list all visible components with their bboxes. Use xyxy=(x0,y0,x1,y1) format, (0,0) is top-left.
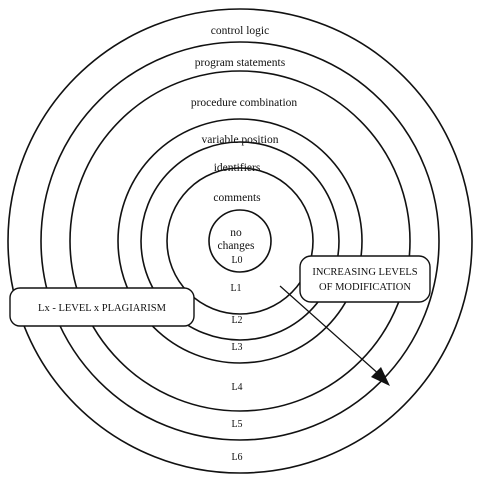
ring-l5 xyxy=(40,41,440,441)
level-l6: L6 xyxy=(231,452,242,463)
modification-box xyxy=(299,255,431,303)
level-l5: L5 xyxy=(231,419,242,430)
label-variable-position: variable position xyxy=(202,134,279,146)
ring-l0 xyxy=(208,209,272,273)
level-l0: L0 xyxy=(231,255,242,266)
modification-text-line1: INCREASING LEVELS xyxy=(312,267,417,278)
label-changes: changes xyxy=(217,240,255,252)
ring-l3 xyxy=(117,118,363,364)
ring-l2 xyxy=(140,141,340,341)
legend-text: Lx - LEVEL x PLAGIARISM xyxy=(38,303,167,314)
legend-box xyxy=(9,287,195,327)
ring-l1 xyxy=(166,167,314,315)
label-identifiers: identifiers xyxy=(214,162,261,174)
modification-arrow-head xyxy=(371,367,390,386)
modification-text-line2: OF MODIFICATION xyxy=(319,282,411,293)
modification-arrow-line xyxy=(279,285,382,377)
level-l3: L3 xyxy=(231,342,242,353)
level-l4: L4 xyxy=(231,382,242,393)
label-no: no xyxy=(230,227,242,239)
ring-l6 xyxy=(7,8,473,474)
level-l2: L2 xyxy=(231,315,242,326)
label-control-logic: control logic xyxy=(211,25,269,37)
label-program-statements: program statements xyxy=(195,57,286,69)
label-comments: comments xyxy=(213,192,261,204)
level-l1: L1 xyxy=(230,283,241,294)
ring-l4 xyxy=(69,70,411,412)
label-procedure-combination: procedure combination xyxy=(191,97,298,109)
